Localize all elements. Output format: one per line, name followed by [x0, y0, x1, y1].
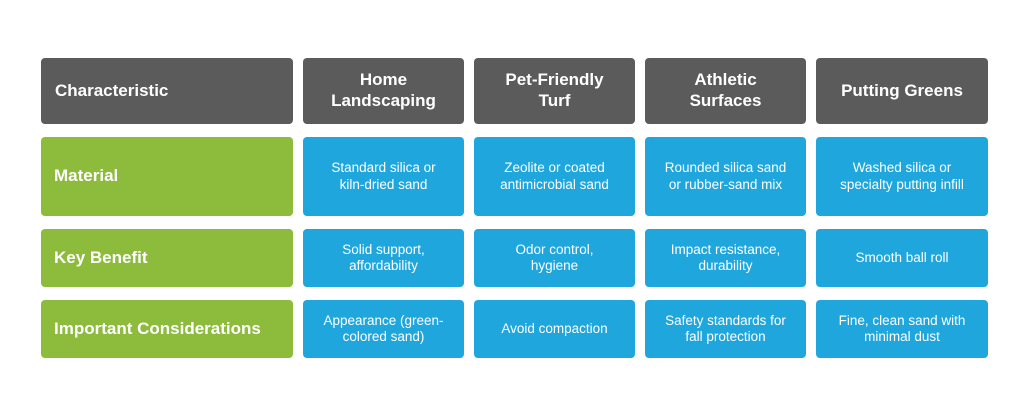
cell-material-athletic-surfaces: Rounded silica sand or rubber-sand mix	[645, 137, 806, 216]
header-label: Athletic Surfaces	[689, 70, 762, 110]
cell-considerations-putting-greens: Fine, clean sand with minimal dust	[816, 300, 988, 358]
cell-text: Avoid compaction	[501, 320, 608, 336]
header-label: Characteristic	[55, 80, 169, 100]
header-home-landscaping: Home Landscaping	[303, 58, 464, 124]
cell-text: Odor control, hygiene	[515, 241, 594, 273]
header-label: Home Landscaping	[331, 70, 436, 110]
cell-material-home-landscaping: Standard silica or kiln-dried sand	[303, 137, 464, 216]
header-characteristic: Characteristic	[41, 58, 293, 124]
cell-benefit-home-landscaping: Solid support, affordability	[303, 229, 464, 287]
cell-text: Washed silica or specialty putting infil…	[840, 160, 964, 192]
cell-considerations-pet-friendly-turf: Avoid compaction	[474, 300, 635, 358]
header-label: Pet-Friendly Turf	[505, 70, 604, 110]
cell-material-putting-greens: Washed silica or specialty putting infil…	[816, 137, 988, 216]
row-label: Important Considerations	[54, 318, 261, 338]
cell-considerations-home-landscaping: Appearance (green-colored sand)	[303, 300, 464, 358]
cell-text: Smooth ball roll	[855, 249, 949, 265]
header-pet-friendly-turf: Pet-Friendly Turf	[474, 58, 635, 124]
cell-text: Rounded silica sand or rubber-sand mix	[664, 160, 787, 192]
header-athletic-surfaces: Athletic Surfaces	[645, 58, 806, 124]
cell-text: Impact resistance, durability	[670, 241, 781, 273]
row-label: Key Benefit	[54, 247, 148, 267]
comparison-table: Characteristic Home Landscaping Pet-Frie…	[41, 58, 988, 358]
cell-material-pet-friendly-turf: Zeolite or coated antimicrobial sand	[474, 137, 635, 216]
cell-text: Appearance (green-colored sand)	[323, 312, 444, 344]
row-label-material: Material	[41, 137, 293, 216]
cell-benefit-putting-greens: Smooth ball roll	[816, 229, 988, 287]
cell-text: Zeolite or coated antimicrobial sand	[500, 160, 609, 192]
cell-text: Solid support, affordability	[342, 241, 425, 273]
cell-text: Fine, clean sand with minimal dust	[838, 312, 966, 344]
cell-text: Standard silica or kiln-dried sand	[331, 160, 436, 192]
cell-benefit-athletic-surfaces: Impact resistance, durability	[645, 229, 806, 287]
header-label: Putting Greens	[841, 80, 963, 100]
row-label-key-benefit: Key Benefit	[41, 229, 293, 287]
cell-considerations-athletic-surfaces: Safety standards for fall protection	[645, 300, 806, 358]
row-label-important-considerations: Important Considerations	[41, 300, 293, 358]
row-label: Material	[54, 166, 119, 186]
header-putting-greens: Putting Greens	[816, 58, 988, 124]
cell-benefit-pet-friendly-turf: Odor control, hygiene	[474, 229, 635, 287]
cell-text: Safety standards for fall protection	[665, 312, 786, 344]
